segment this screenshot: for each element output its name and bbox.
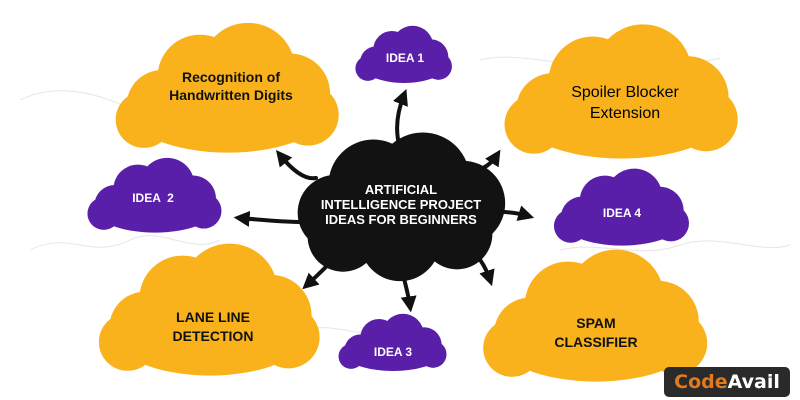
center-label: ARTIFICIAL INTELLIGENCE PROJECT IDEAS FO… xyxy=(320,181,482,227)
project-handwritten-digits-label: Recognition of Handwritten Digits xyxy=(169,69,293,103)
project-spoiler-blocker-label: Spoiler Blocker Extension xyxy=(571,84,679,122)
idea-3-label: IDEA 3 xyxy=(373,345,413,359)
arrow-to-idea-2 xyxy=(233,210,305,227)
cloud-lane-line-detection xyxy=(98,243,320,376)
idea-2-label: IDEA 2 xyxy=(132,191,174,205)
cloud-spam-classifier xyxy=(483,249,708,382)
arrow-to-idea-1 xyxy=(393,89,408,150)
arrow-to-idea-4 xyxy=(480,205,535,221)
arrow-to-spoiler-blocker xyxy=(463,149,501,174)
cloud-center xyxy=(297,132,506,282)
project-lane-line-detection-label: LANE LINE DETECTION xyxy=(172,309,254,344)
arrow-to-lane-detection xyxy=(302,253,340,290)
cloud-handwritten-digits xyxy=(115,22,339,153)
arrow-to-idea-3 xyxy=(398,260,417,313)
logo-part-code: Code xyxy=(674,371,728,393)
cloud-idea-1 xyxy=(355,25,452,83)
arrow-to-spam-classifier xyxy=(464,243,495,287)
idea-4-label: IDEA 4 xyxy=(602,206,642,220)
logo-part-avail: Avail xyxy=(727,371,780,393)
arrows xyxy=(233,89,535,313)
cloud-spoiler-blocker xyxy=(504,24,738,159)
arrow-to-handwritten-digits xyxy=(276,150,318,181)
cloud-idea-2 xyxy=(87,157,222,233)
idea-1-label: IDEA 1 xyxy=(385,51,425,65)
project-spam-classifier-label: SPAM CLASSIFIER xyxy=(554,315,638,350)
cloud-idea-3 xyxy=(338,313,447,371)
cloud-idea-4 xyxy=(553,168,689,246)
